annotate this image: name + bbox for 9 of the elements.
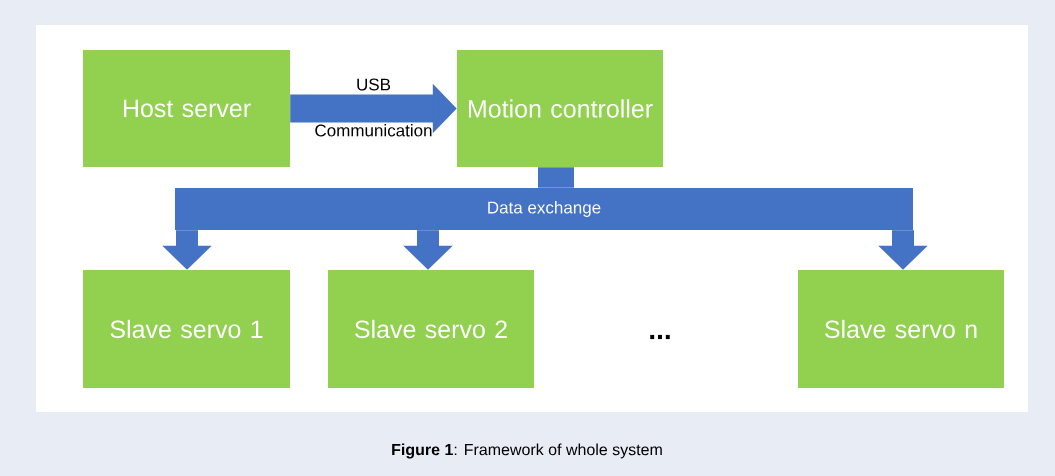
figure-caption: Figure 1: Framework of whole system: [392, 443, 662, 459]
process-box: Slave servo n: [798, 270, 1004, 388]
bus-band: Data exchange: [175, 188, 913, 230]
ellipsis: ...: [650, 334, 670, 340]
edge-label: USB Communication: [315, 78, 432, 137]
process-box: Slave servo 1: [83, 270, 290, 388]
process-box: Motion controller: [457, 50, 663, 167]
process-box: Host server: [83, 50, 290, 167]
process-box: Slave servo 2: [328, 270, 534, 388]
